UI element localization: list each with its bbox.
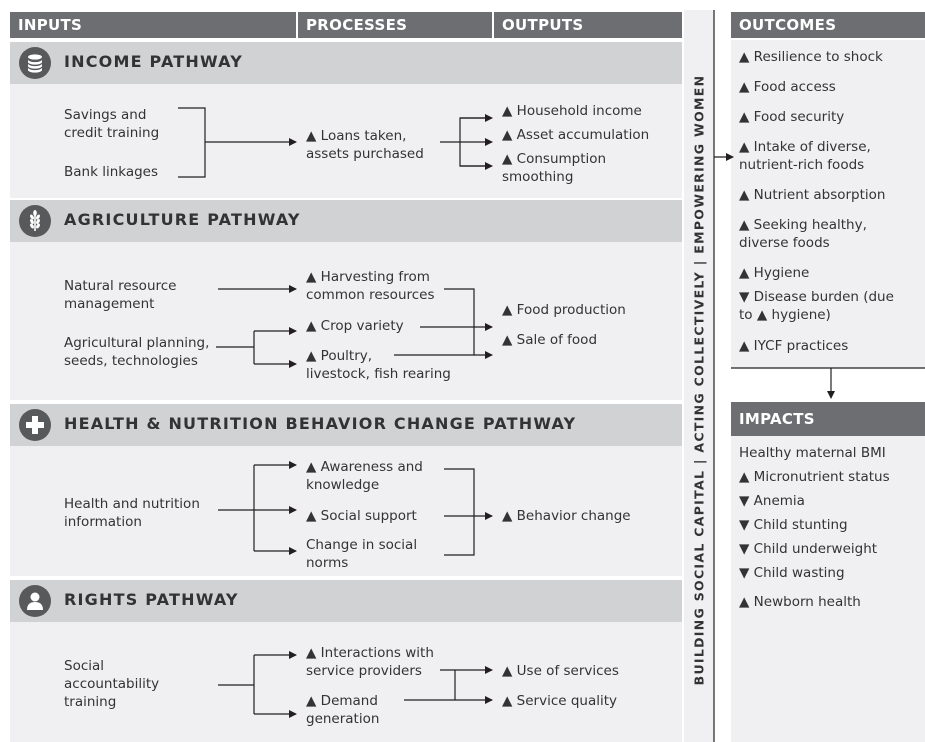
wheat-icon bbox=[19, 205, 51, 237]
outcome-item: ▲ Food security bbox=[739, 109, 845, 125]
impacts-panel bbox=[731, 436, 925, 742]
agriculture-pathway-band bbox=[10, 200, 682, 242]
outcome-item: ▲ Resilience to shock bbox=[739, 49, 883, 65]
impact-item: ▲ Newborn health bbox=[739, 594, 861, 610]
header-processes: PROCESSES bbox=[298, 12, 492, 38]
cross-cutting-bar bbox=[684, 10, 714, 742]
header-outputs: OUTPUTS bbox=[494, 12, 682, 38]
rights-pathway-title: RIGHTS PATHWAY bbox=[64, 590, 239, 609]
income-process: ▲ Loans taken, assets purchased bbox=[306, 128, 424, 162]
agriculture-pathway-title: AGRICULTURE PATHWAY bbox=[64, 210, 301, 229]
rights-output-1: ▲ Use of services bbox=[502, 663, 619, 679]
rights-output-2: ▲ Service quality bbox=[502, 693, 618, 709]
health-input-1: Health and nutrition information bbox=[64, 496, 200, 530]
agri-input-2: Agricultural planning, seeds, technologi… bbox=[64, 335, 210, 369]
person-icon bbox=[19, 585, 51, 617]
outcome-item: ▲ Intake of diverse, nutrient-rich foods bbox=[739, 139, 871, 173]
health-process-1: ▲ Awareness and knowledge bbox=[306, 459, 423, 493]
income-output-3: ▲ Consumption smoothing bbox=[502, 151, 607, 185]
health-process-3: Change in social norms bbox=[306, 537, 418, 571]
income-output-1: ▲ Household income bbox=[502, 103, 642, 119]
agri-input-1: Natural resource management bbox=[64, 278, 177, 312]
rights-process-1: ▲ Interactions with service providers bbox=[306, 645, 434, 679]
agri-process-2: ▲ Crop variety bbox=[306, 318, 404, 334]
outcome-item: ▲ Hygiene bbox=[739, 265, 810, 281]
health-pathway-title: HEALTH & NUTRITION BEHAVIOR CHANGE PATHW… bbox=[64, 414, 577, 433]
coins-icon bbox=[19, 47, 51, 79]
rights-pathway-band bbox=[10, 580, 682, 622]
header-impacts: IMPACTS bbox=[731, 402, 925, 436]
income-pathway-band bbox=[10, 42, 682, 84]
health-output-1: ▲ Behavior change bbox=[502, 508, 631, 524]
health-pathway-band bbox=[10, 404, 682, 446]
outcomes-panel bbox=[731, 40, 925, 368]
header-outcomes: OUTCOMES bbox=[731, 12, 925, 38]
income-input-1: Savings and credit training bbox=[64, 107, 160, 141]
impact-item: ▼ Child wasting bbox=[739, 565, 845, 581]
agri-process-3: ▲ Poultry, livestock, fish rearing bbox=[306, 348, 451, 382]
cross-icon bbox=[19, 409, 51, 441]
agri-output-1: ▲ Food production bbox=[502, 302, 626, 318]
income-output-2: ▲ Asset accumulation bbox=[502, 127, 650, 143]
outcome-item: ▲ Seeking healthy, diverse foods bbox=[739, 217, 867, 251]
impact-item: ▼ Anemia bbox=[739, 493, 805, 509]
income-input-2: Bank linkages bbox=[64, 164, 159, 180]
impact-item: ▼ Child underweight bbox=[739, 541, 878, 557]
rights-input-1: Social accountability training bbox=[64, 658, 160, 710]
agri-output-2: ▲ Sale of food bbox=[502, 332, 598, 348]
outcome-item: ▼ Disease burden (due to ▲ hygiene) bbox=[739, 289, 894, 323]
health-process-2: ▲ Social support bbox=[306, 508, 417, 524]
impact-item: Healthy maternal BMI bbox=[739, 445, 886, 461]
impact-item: ▲ Micronutrient status bbox=[739, 469, 890, 485]
header-inputs: INPUTS bbox=[10, 12, 296, 38]
rights-process-2: ▲ Demand generation bbox=[306, 693, 380, 727]
agri-process-1: ▲ Harvesting from common resources bbox=[306, 269, 435, 303]
income-pathway-title: INCOME PATHWAY bbox=[64, 52, 243, 71]
outcome-item: ▲ Food access bbox=[739, 79, 836, 95]
impact-item: ▼ Child stunting bbox=[739, 517, 848, 533]
outcome-item: ▲ IYCF practices bbox=[739, 338, 849, 354]
outcome-item: ▲ Nutrient absorption bbox=[739, 187, 886, 203]
